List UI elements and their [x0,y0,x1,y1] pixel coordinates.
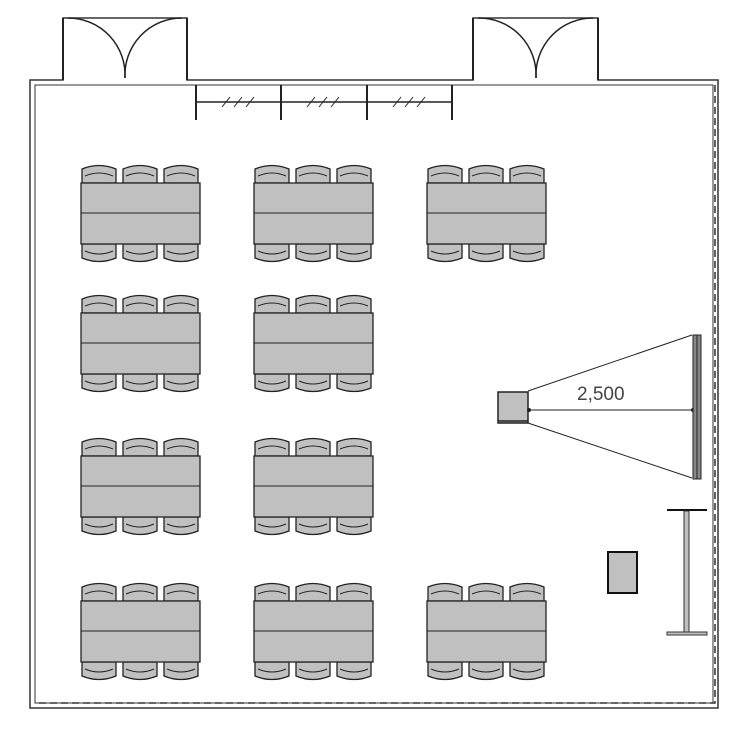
table-groups [80,164,547,681]
chair [295,373,331,393]
chair [427,164,463,184]
right-double-door [472,17,599,80]
table-group [253,164,374,263]
projection-screen [692,334,702,480]
chair [163,661,199,681]
table-group [253,437,374,536]
chair [336,294,372,314]
chair [122,516,158,536]
chair [336,243,372,263]
chair [254,516,290,536]
chair [336,164,372,184]
chair [295,516,331,536]
window-wall [195,85,453,120]
chair [254,294,290,314]
chair [427,243,463,263]
chair [163,582,199,602]
chair [254,243,290,263]
chair [163,243,199,263]
table-group [253,294,374,393]
chair [336,516,372,536]
table-group [426,164,547,263]
projector [497,391,529,424]
chair [509,164,545,184]
chair [336,661,372,681]
chair [122,437,158,457]
chair [336,373,372,393]
chair [295,164,331,184]
chair [254,373,290,393]
chair [295,243,331,263]
chair [254,582,290,602]
chair [81,437,117,457]
chair [81,516,117,536]
chair [122,243,158,263]
chair [122,164,158,184]
chair [295,661,331,681]
chair [468,243,504,263]
chair [468,661,504,681]
chair [427,582,463,602]
chair [163,437,199,457]
table-group [253,582,374,681]
podium [607,551,638,594]
chair [509,661,545,681]
chair [509,243,545,263]
projection-lines [527,334,695,479]
chair [122,661,158,681]
chair [163,294,199,314]
chair [254,164,290,184]
chair [254,437,290,457]
projection-distance-label: 2,500 [577,384,625,405]
chair [81,164,117,184]
table-group [426,582,547,681]
chair [163,164,199,184]
chair [81,373,117,393]
chair [163,373,199,393]
chair [295,294,331,314]
chair [427,661,463,681]
chair [81,294,117,314]
table-group [80,437,201,536]
chair [468,582,504,602]
chair [163,516,199,536]
chair [509,582,545,602]
chair [336,437,372,457]
flipchart-stand [666,509,708,636]
table-group [80,582,201,681]
table-group [80,164,201,263]
table-group [80,294,201,393]
left-double-door [62,17,188,80]
chair [81,582,117,602]
chair [468,164,504,184]
chair [295,582,331,602]
chair [122,373,158,393]
chair [81,243,117,263]
chair [122,582,158,602]
chair [81,661,117,681]
chair [122,294,158,314]
chair [254,661,290,681]
chair [295,437,331,457]
chair [336,582,372,602]
